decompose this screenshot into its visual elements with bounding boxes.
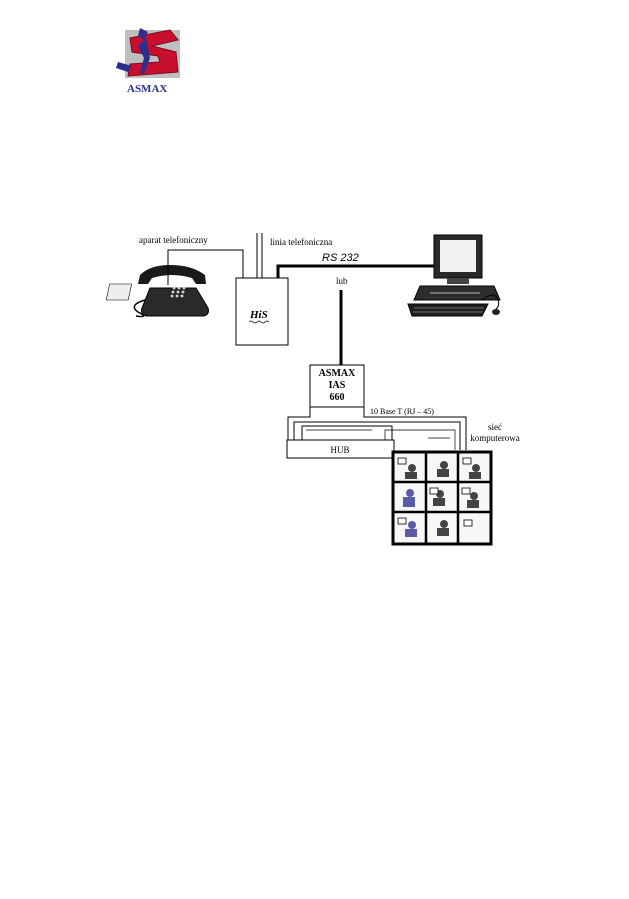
logo-s-shape: [127, 29, 179, 77]
hub-box: [286, 439, 395, 459]
logo-figure-head: [138, 28, 148, 40]
ethernet-label: 10 Base T (RJ – 45): [370, 407, 434, 416]
network-label-2: komputerowa: [470, 433, 520, 443]
device-line-3: 660: [330, 392, 345, 403]
keyboard: [407, 303, 489, 317]
or-label: lub: [336, 276, 348, 286]
telephone-cord: [133, 299, 146, 318]
logo-text: ASMAX: [127, 83, 167, 95]
phone-label: aparat telefoniczny: [139, 235, 208, 245]
rs232-label: RS 232: [322, 252, 359, 264]
his-box: [235, 277, 289, 346]
telephone-line-label: linia telefoniczna: [270, 237, 332, 247]
ethernet-cabling: [287, 407, 467, 450]
his-underline: [248, 320, 270, 324]
phone-to-his-line: [167, 249, 244, 285]
logo-figure-body: [138, 38, 150, 74]
monitor-screen: [440, 240, 476, 272]
network-label-1: sieć: [488, 422, 502, 432]
rs232-line: [276, 264, 434, 278]
his-label: HiS: [249, 309, 268, 321]
device-line-1: ASMAX: [319, 368, 356, 379]
asmax-logo: ASMAX: [116, 28, 180, 95]
office-network-illustration: [391, 450, 493, 546]
hub-label: HUB: [330, 445, 349, 455]
monitor-stand: [447, 278, 469, 284]
device-line-2: IAS: [329, 380, 346, 391]
mouse: [492, 309, 500, 315]
computer-icon: [407, 234, 501, 317]
asmax-device-box: [309, 364, 365, 408]
telephone-icon: [105, 265, 209, 318]
telephone-handset: [138, 265, 206, 284]
logo-arrow: [116, 62, 132, 72]
telephone-base: [141, 287, 209, 317]
